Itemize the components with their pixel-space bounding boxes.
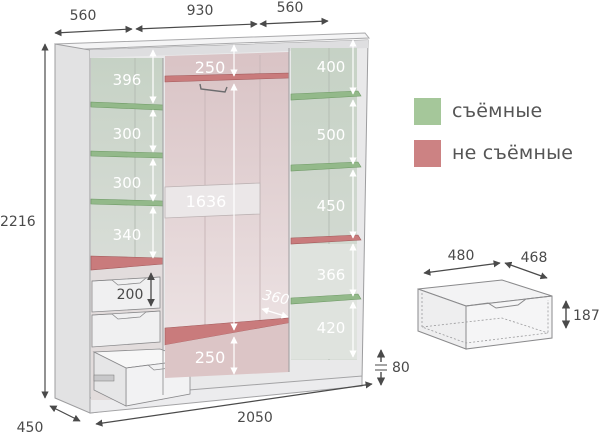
dim-top-left-width: 560 xyxy=(70,8,97,24)
dim-right-shelf-5: 420 xyxy=(317,319,346,337)
shelf-removable xyxy=(290,90,362,101)
dim-overall-width: 2050 xyxy=(237,410,273,426)
dim-center-bottom: 250 xyxy=(195,348,226,367)
dim-top-center-width: 930 xyxy=(187,3,214,19)
legend: съёмные не съёмные xyxy=(414,97,574,182)
dim-center-hanging: 1636 xyxy=(186,192,227,211)
drawer xyxy=(91,310,161,348)
hanging-rail xyxy=(199,83,228,93)
drawer-depth-label: 468 xyxy=(521,250,548,266)
dim-labels-dark: 560 930 560 2216 450 2050 80 200 xyxy=(0,0,410,436)
legend-label-fixed: не съёмные xyxy=(452,142,574,164)
dim-right-shelf-4: 366 xyxy=(317,266,346,284)
dim-drawer-height: 200 xyxy=(117,287,144,303)
dim-overall-depth: 450 xyxy=(17,420,44,433)
drawer-height-label: 187 xyxy=(573,308,600,324)
legend-item-removable: съёмные xyxy=(414,97,573,125)
shelf-fixed xyxy=(290,234,362,245)
legend-swatch-fixed xyxy=(414,139,441,167)
dim-left-shelf-4: 340 xyxy=(113,226,142,244)
dim-labels-white: 396 300 300 340 250 1636 250 360 400 500… xyxy=(113,58,346,367)
shelf-removable xyxy=(290,293,362,305)
drawer-detail: 480 468 187 xyxy=(417,248,600,350)
dim-right-shelf-1: 400 xyxy=(317,58,346,76)
dim-left-shelf-3: 300 xyxy=(113,174,142,192)
legend-item-fixed: не съёмные xyxy=(414,139,574,167)
dim-left-shelf-1: 396 xyxy=(113,71,142,89)
legend-label-removable: съёмные xyxy=(452,100,543,122)
legend-swatch-removable xyxy=(414,97,441,125)
dim-right-shelf-3: 450 xyxy=(317,197,346,215)
shelf-removable xyxy=(290,161,362,172)
dim-center-shelf-depth: 360 xyxy=(261,287,291,308)
center-section xyxy=(164,52,290,378)
drawer-width-label: 480 xyxy=(448,248,475,264)
dim-top-right-width: 560 xyxy=(277,0,304,16)
dim-center-top: 250 xyxy=(195,58,226,77)
outer-dimensions xyxy=(41,17,387,427)
inner-dimensions xyxy=(149,39,357,375)
dim-overall-height: 2216 xyxy=(0,214,36,230)
dim-right-shelf-2: 500 xyxy=(317,126,346,144)
dim-plinth-height: 80 xyxy=(392,360,410,376)
dim-left-shelf-2: 300 xyxy=(113,125,142,143)
right-section xyxy=(162,48,362,395)
